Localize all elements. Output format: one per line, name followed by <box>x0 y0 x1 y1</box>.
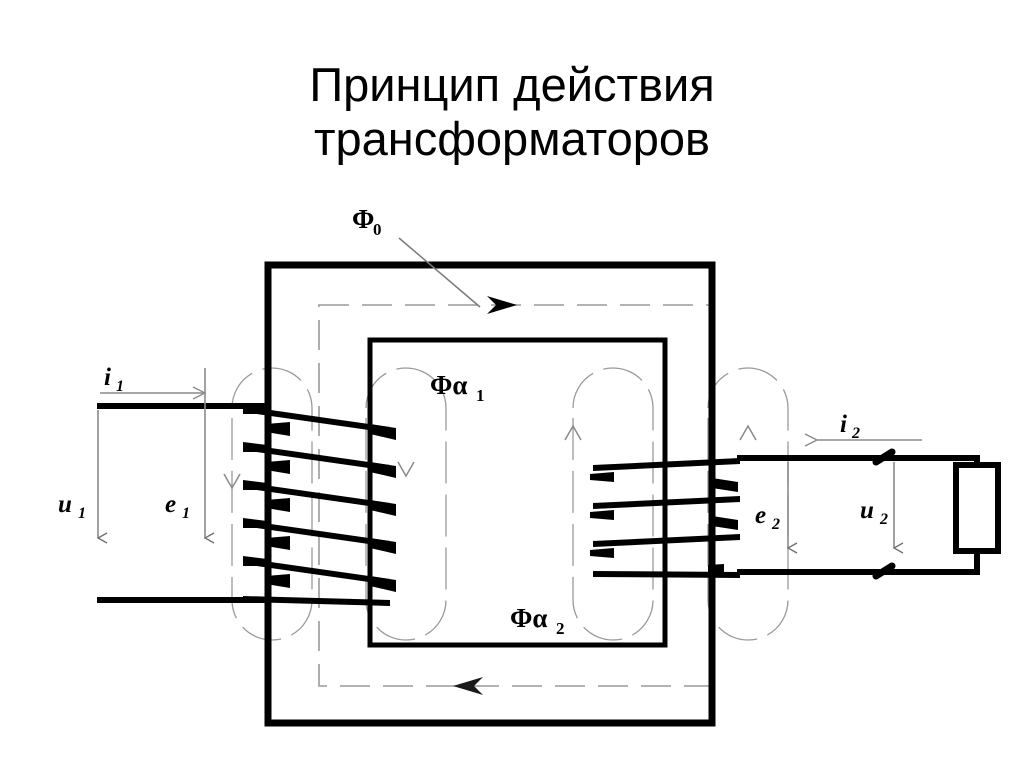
secondary-terminal-bottom-icon <box>872 562 896 580</box>
main-flux-symbol: Φ <box>352 204 374 234</box>
winding-turn-back <box>266 536 290 550</box>
winding-turn-point <box>370 538 396 554</box>
winding-turn-back <box>266 422 290 436</box>
primary-circuit <box>97 403 270 603</box>
winding-turn <box>593 534 740 547</box>
primary-voltage-symbol: u <box>58 491 72 518</box>
leakage-arrow-secondary-inner-icon <box>564 424 582 441</box>
winding-turn <box>593 496 740 509</box>
leakage-loop-secondary-inner <box>572 367 654 641</box>
winding-turn-point <box>370 500 396 516</box>
secondary-current-label: i 2 <box>840 411 860 442</box>
winding-turn-back <box>590 548 614 558</box>
winding-turn <box>243 406 390 433</box>
primary-emf-symbol: e <box>165 491 176 518</box>
winding-turn <box>593 571 740 578</box>
core-window-rect <box>367 337 668 648</box>
winding-turn-back <box>590 510 614 520</box>
leakage-flux-secondary-subscript: 2 <box>556 619 565 638</box>
leakage-flux-secondary-symbol: Φα <box>510 603 547 633</box>
winding-turn-point <box>712 516 738 530</box>
winding-turn-point <box>370 462 396 478</box>
winding-turn-back <box>266 460 290 474</box>
leakage-flux-primary-symbol: Φα <box>430 370 467 400</box>
winding-turn-tip <box>243 404 267 414</box>
winding-turn <box>243 596 390 606</box>
secondary-leakage-flux-loops <box>564 367 789 641</box>
winding-turn <box>593 458 740 471</box>
leakage-loop-primary-inner <box>365 367 447 641</box>
winding-turn-point <box>370 424 396 440</box>
winding-turn-point <box>370 576 396 592</box>
primary-emf-label: e 1 <box>165 491 190 522</box>
winding-turn-back <box>266 574 290 588</box>
secondary-current-subscript: 2 <box>851 425 860 442</box>
main-flux-arrow-top-icon <box>487 296 517 314</box>
leakage-loop-secondary-outer <box>707 367 789 641</box>
primary-winding <box>243 404 396 606</box>
leakage-flux-secondary-label: Φα 2 <box>510 603 565 638</box>
main-flux-leader-line <box>398 237 481 308</box>
winding-turn <box>243 520 390 547</box>
secondary-terminal-top-icon <box>872 448 896 466</box>
winding-turn-tip <box>243 518 267 528</box>
winding-turn-tip <box>243 556 267 566</box>
main-flux-subscript: 0 <box>373 220 382 239</box>
secondary-current-symbol: i <box>840 411 847 438</box>
leakage-arrow-secondary-outer-icon <box>739 424 757 441</box>
core-outer-rect <box>264 261 716 727</box>
primary-current-label: i 1 <box>104 364 124 395</box>
secondary-voltage-symbol: u <box>860 497 874 524</box>
primary-voltage-subscript: 1 <box>78 505 86 522</box>
magnetic-core <box>264 261 716 727</box>
winding-turn-back <box>266 498 290 512</box>
winding-turn-back <box>708 564 724 576</box>
leakage-flux-primary-label: Φα 1 <box>430 370 485 405</box>
secondary-emf-symbol: e <box>755 502 766 529</box>
winding-turn-tip <box>243 442 267 452</box>
main-flux-label: Φ 0 <box>352 204 382 239</box>
primary-current-subscript: 1 <box>116 378 124 395</box>
secondary-voltage-subscript: 2 <box>879 511 888 528</box>
measurement-arrows <box>96 368 922 554</box>
leakage-arrow-primary-outer-icon <box>223 473 241 490</box>
main-flux-arrow-bottom-icon <box>453 677 483 695</box>
leakage-arrow-primary-inner-icon <box>397 461 415 478</box>
primary-current-symbol: i <box>104 364 111 391</box>
secondary-voltage-label: u 2 <box>860 497 888 528</box>
winding-turn <box>243 444 390 471</box>
winding-turn <box>243 558 390 585</box>
winding-turn-back <box>590 472 614 482</box>
secondary-winding <box>590 458 740 578</box>
primary-emf-subscript: 1 <box>182 505 190 522</box>
secondary-emf-subscript: 2 <box>771 516 780 533</box>
page-title: Принцип действия трансформаторов <box>309 58 715 166</box>
secondary-emf-label: e 2 <box>755 502 780 533</box>
leakage-loop-primary-outer <box>231 367 313 641</box>
winding-turn-point <box>712 478 738 492</box>
secondary-circuit <box>737 448 1001 580</box>
main-flux-path <box>318 296 714 695</box>
primary-voltage-label: u 1 <box>58 491 86 522</box>
load-resistor <box>953 462 1001 554</box>
winding-turn-tip <box>243 480 267 490</box>
winding-turn <box>243 482 390 509</box>
leakage-flux-primary-subscript: 1 <box>476 386 485 405</box>
primary-leakage-flux-loops <box>223 367 447 641</box>
